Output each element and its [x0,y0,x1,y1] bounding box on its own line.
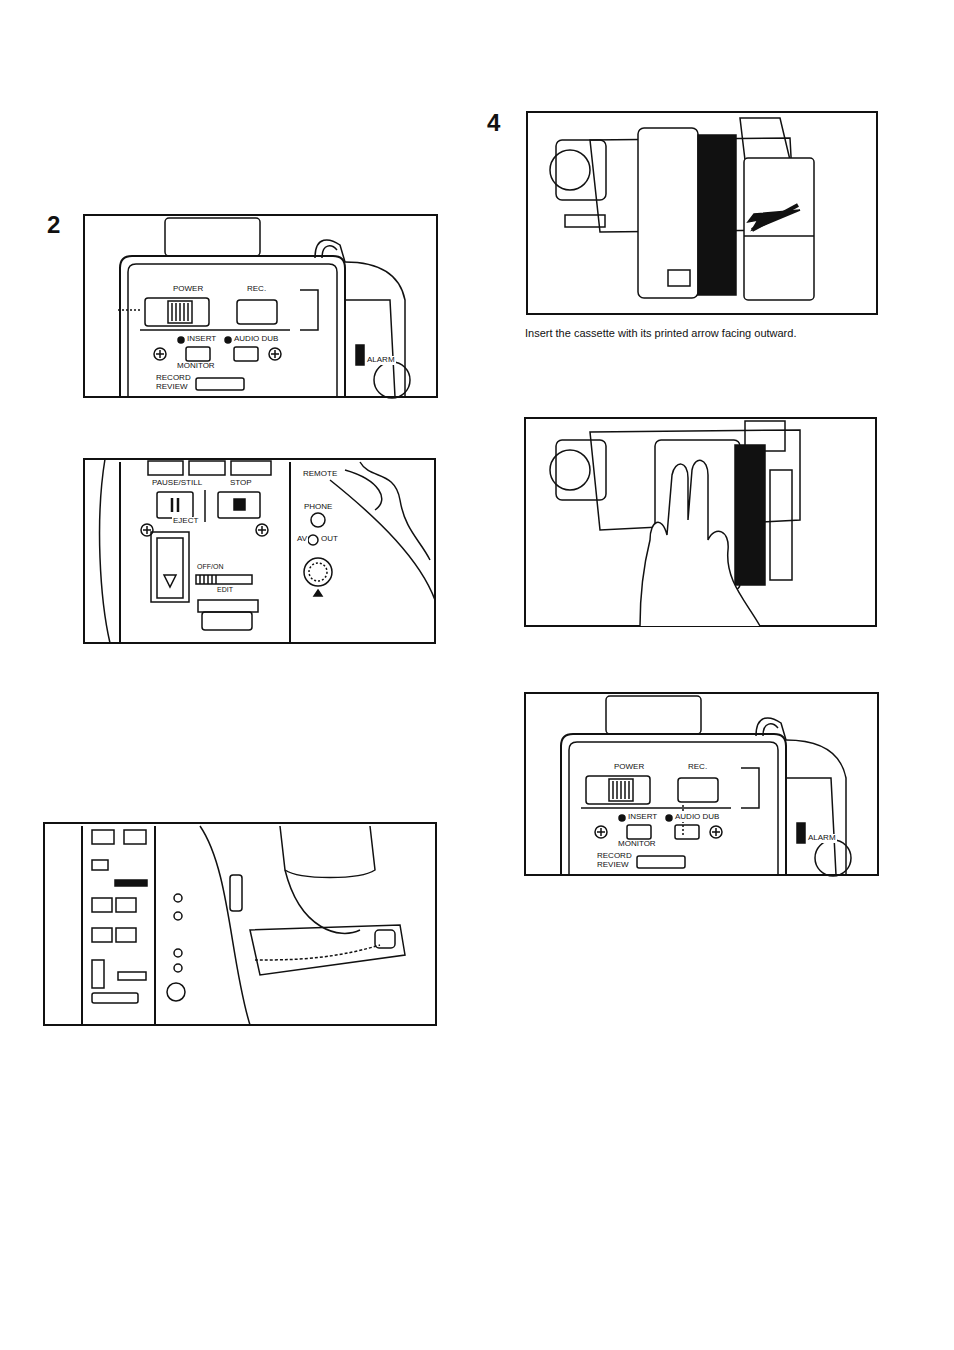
control-label: RECORD REVIEW [596,852,636,870]
control-label: RECORD REVIEW [155,374,195,392]
control-label: MONITOR [617,840,657,849]
control-label: ALARM [807,834,837,843]
control-label: ALARM [366,356,396,365]
control-label: AUDIO DUB [674,813,720,822]
step-number: 2 [46,212,61,238]
control-label: POWER [613,763,645,772]
control-label: EJECT [172,517,199,526]
step-number: 4 [486,110,501,136]
jack-label: OUT [320,535,339,544]
control-label: REC. [246,285,267,294]
control-label: OFF/ON [196,563,224,571]
control-label: AUDIO DUB [233,335,279,344]
control-label: INSERT [627,813,658,822]
control-label: POWER [172,285,204,294]
jack-label: REMOTE [302,470,338,479]
jack-label: AV [296,535,308,544]
control-label: PAUSE/STILL [151,479,203,488]
control-label: INSERT [186,335,217,344]
control-label: EDIT [216,586,234,594]
control-label: MONITOR [176,362,216,371]
jack-label: PHONE [303,503,333,512]
control-label: REC. [687,763,708,772]
control-label: STOP [229,479,253,488]
caption-note: Insert the cassette with its printed arr… [524,327,797,339]
